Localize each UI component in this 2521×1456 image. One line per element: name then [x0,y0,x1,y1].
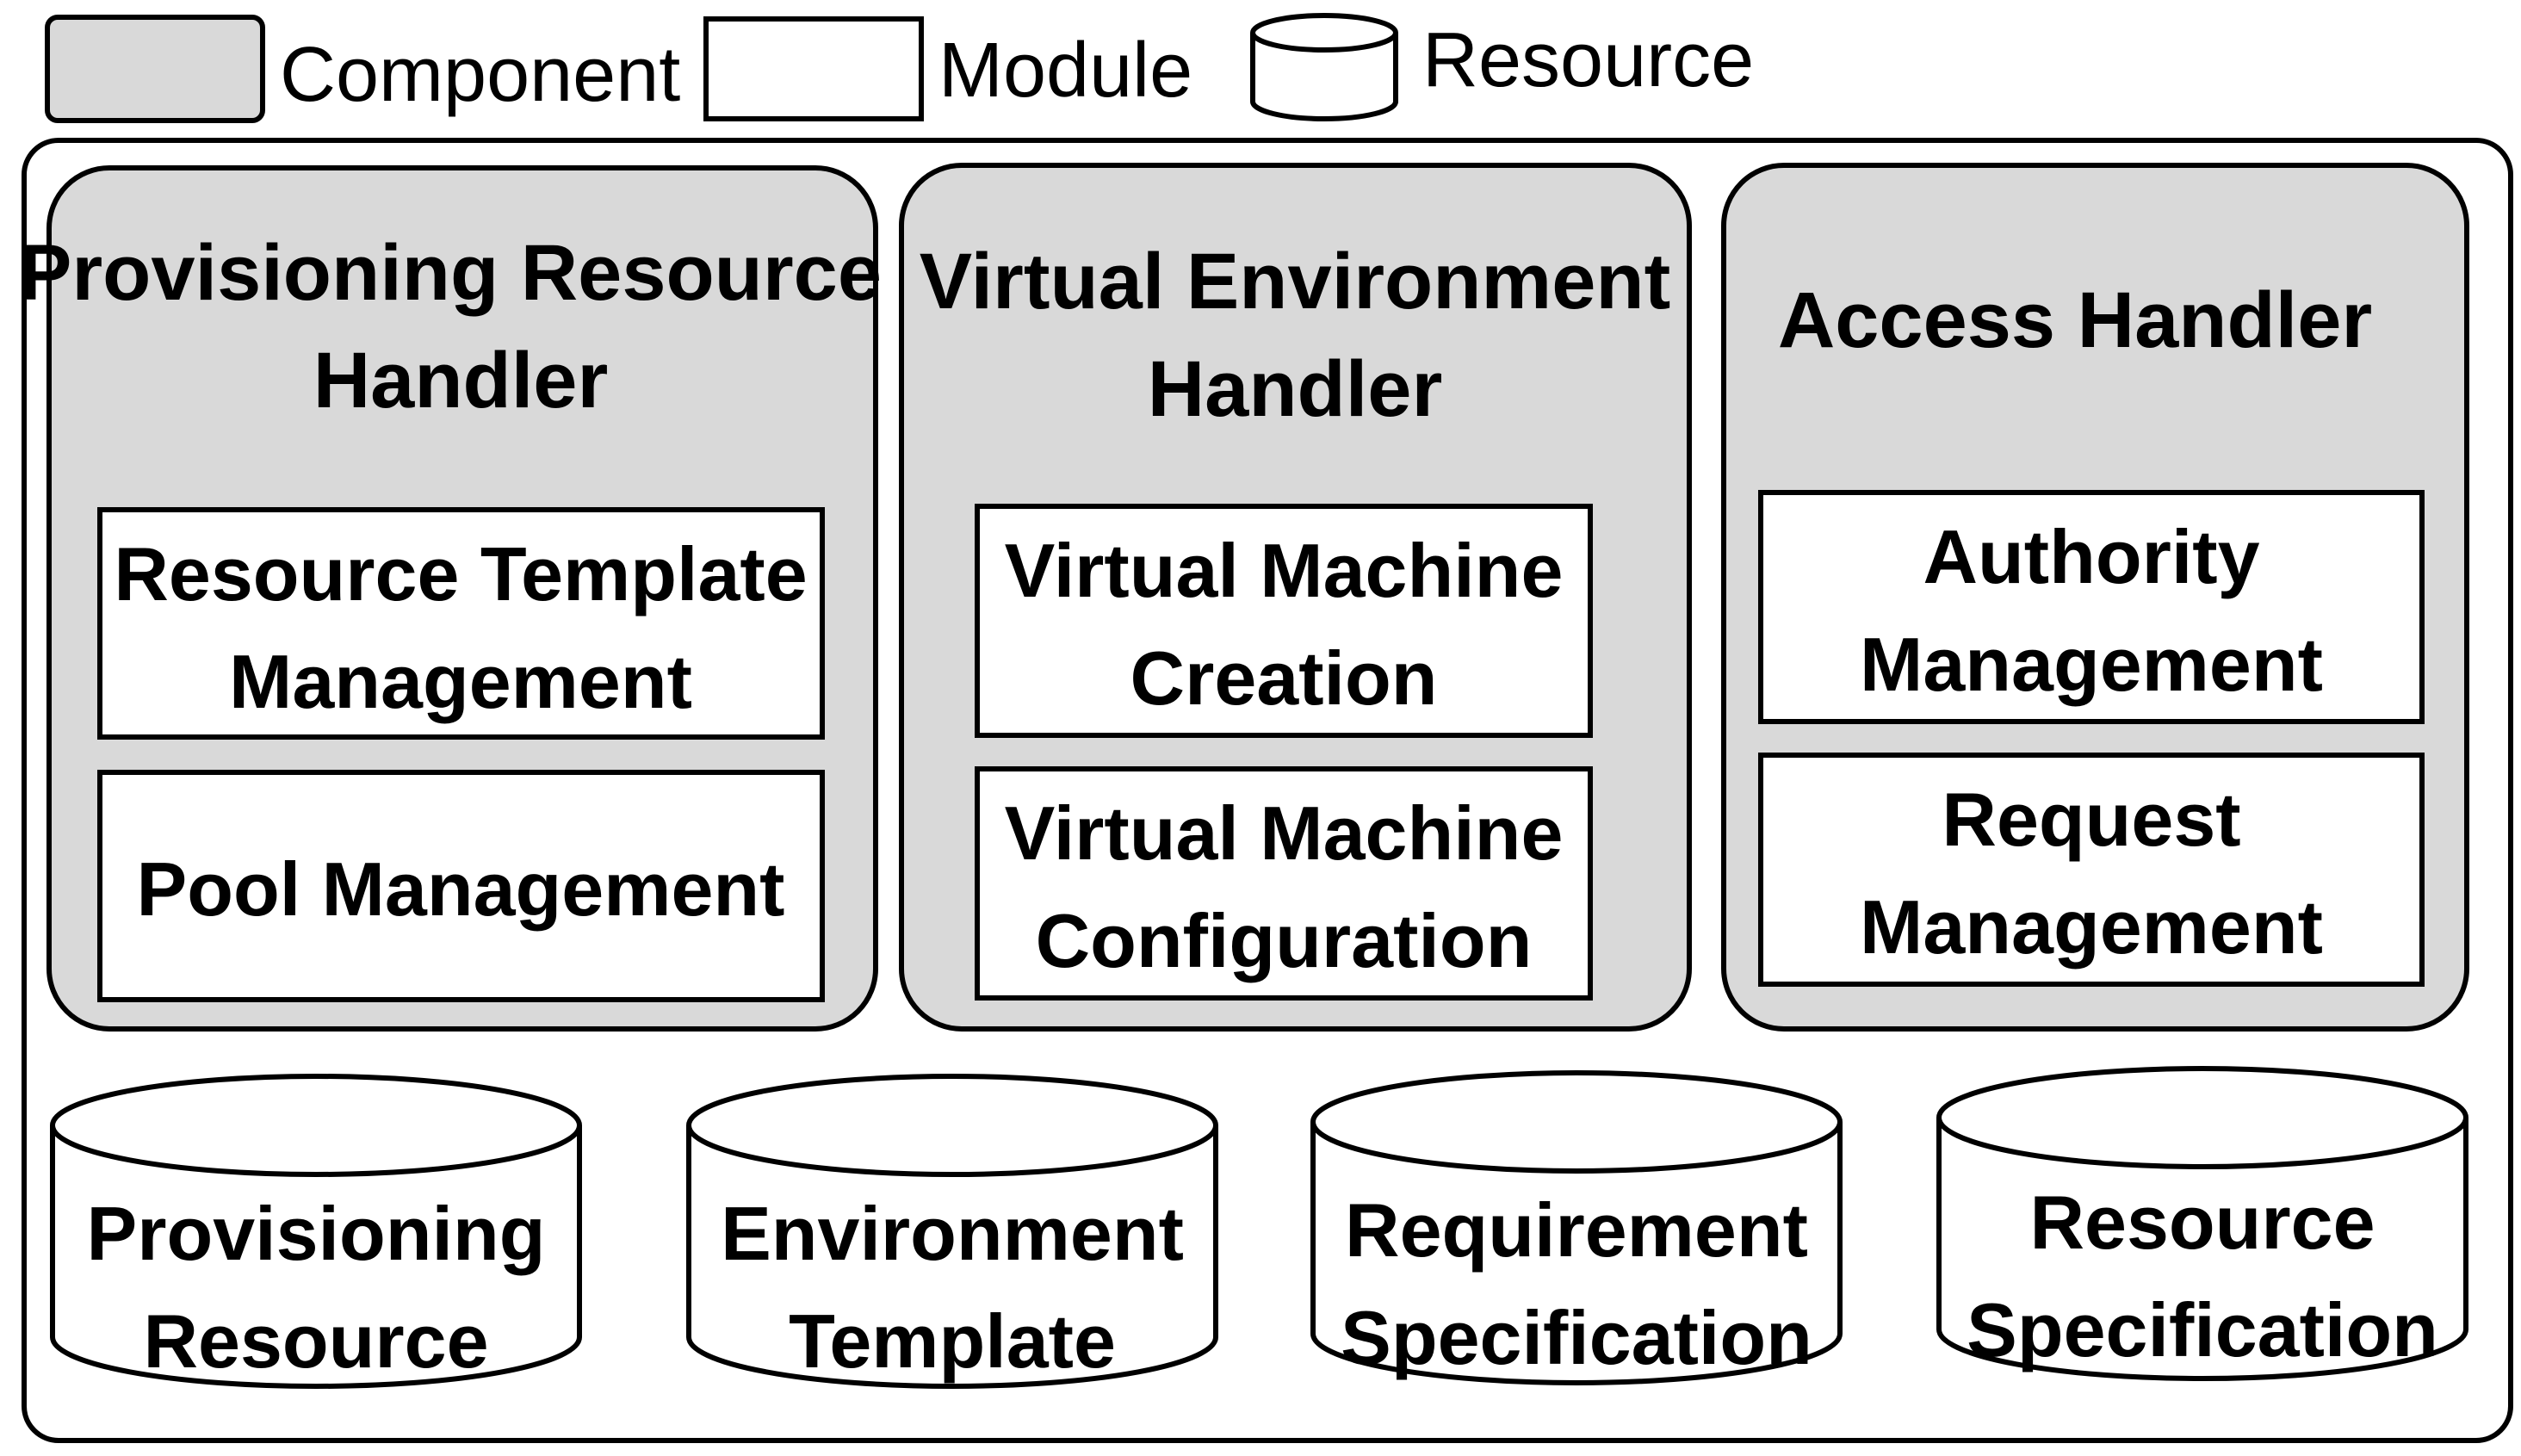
legend-resource-label: Resource [1422,17,1754,103]
module-label: Pool Management [137,846,785,932]
module-label: Configuration [1036,898,1533,983]
module-virtual-machine-configuration: Virtual Machine Configuration [975,766,1593,1001]
module-pool-management: Pool Management [97,770,825,1002]
legend-component-label: Component [280,32,680,118]
resource-label: Specification [1341,1295,1812,1380]
component-provisioning-resource-handler: Provisioning Resource Handler Resource T… [19,165,882,1032]
module-label: Virtual Machine [1005,528,1564,613]
resource-provisioning-resource: Provisioning Resource [50,1074,582,1389]
resource-requirement-specification: Requirement Specification [1310,1070,1843,1385]
legend-component-swatch [45,15,265,123]
module-label: Resource Template [114,531,807,616]
module-label: Management [229,639,692,724]
module-label: Creation [1130,635,1438,721]
legend-module-label: Module [938,28,1192,114]
legend-resource-swatch [1250,13,1398,121]
resource-label: Template [789,1298,1116,1384]
resource-resource-specification: Resource Specification [1936,1066,2468,1381]
resource-label: Environment [721,1191,1184,1276]
resource-environment-template: Environment Template [686,1074,1218,1389]
resource-label: Resource [2029,1180,2375,1265]
resource-label: Resource [143,1298,488,1384]
component-title: Handler [1148,345,1443,433]
component-title: Provisioning Resource [19,229,882,317]
component-title: Virtual Environment [920,238,1670,325]
component-access-handler: Access Handler Authority Management Requ… [1721,163,2469,1032]
resource-label: Provisioning [87,1191,546,1276]
component-title: Handler [313,337,609,424]
module-resource-template-management: Resource Template Management [97,507,825,740]
module-authority-management: Authority Management [1758,490,2425,724]
module-label: Virtual Machine [1005,790,1564,876]
module-request-management: Request Management [1758,753,2425,987]
component-title: Access Handler [1778,276,2372,364]
resource-label: Requirement [1345,1187,1808,1273]
module-virtual-machine-creation: Virtual Machine Creation [975,504,1593,738]
resource-label: Specification [1967,1287,2438,1372]
component-virtual-environment-handler: Virtual Environment Handler Virtual Mach… [899,163,1692,1032]
legend-module-swatch [703,16,924,121]
legend: Component Module Resource [45,13,1754,123]
module-label: Request [1942,777,2240,862]
module-label: Management [1860,884,2323,970]
module-label: Authority [1923,514,2259,599]
module-label: Management [1860,622,2323,707]
